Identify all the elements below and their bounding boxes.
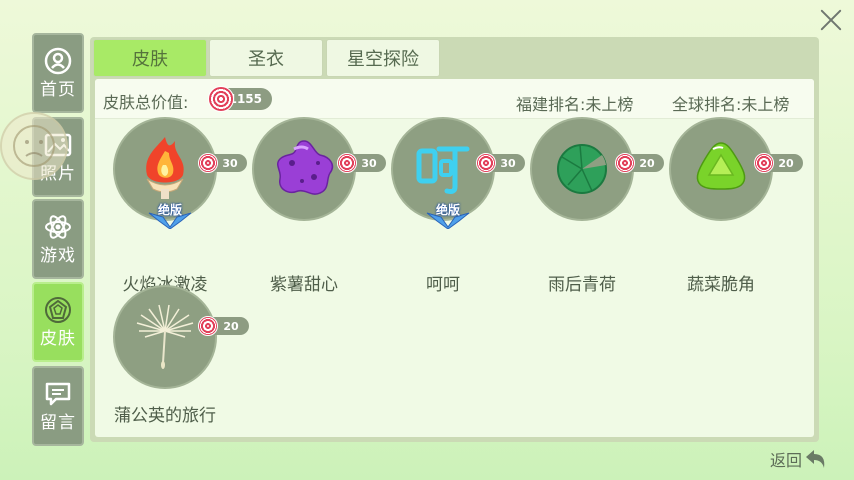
candy-icon bbox=[615, 153, 635, 173]
atom-icon bbox=[45, 215, 71, 239]
stats-bar: 皮肤总价值: 1155 福建排名:未上榜 全球排名:未上榜 bbox=[95, 79, 814, 119]
flame-icecream-icon bbox=[146, 137, 184, 199]
candy-icon bbox=[337, 153, 357, 173]
close-button[interactable] bbox=[818, 6, 846, 34]
floating-assistant-avatar[interactable] bbox=[0, 112, 68, 180]
tab-skins[interactable]: 皮肤 bbox=[93, 39, 207, 77]
skin-item-price: 30 bbox=[337, 153, 386, 173]
sidebar-item-label: 皮肤 bbox=[40, 329, 76, 349]
diamond-icon bbox=[45, 297, 71, 323]
price-value: 30 bbox=[361, 156, 377, 170]
skin-item-price: 20 bbox=[198, 316, 249, 336]
price-value: 20 bbox=[639, 156, 655, 170]
purple-blob-icon bbox=[277, 140, 334, 195]
skin-item-name: 雨后青荷 bbox=[548, 275, 616, 295]
back-arrow-icon bbox=[806, 450, 825, 468]
candy-icon bbox=[208, 86, 234, 112]
sidebar-item-label: 游戏 bbox=[40, 246, 76, 266]
skins-panel: 皮肤 圣衣 星空探险 皮肤总价值: 1155 福建排名:未上榜 全球排名:未上榜 bbox=[90, 37, 819, 442]
skin-item-circle bbox=[113, 285, 217, 389]
skin-item-price: 20 bbox=[754, 153, 803, 173]
price-value: 30 bbox=[222, 156, 238, 170]
profile-icon bbox=[44, 47, 72, 75]
sidebar-item-home[interactable]: 首页 bbox=[32, 33, 84, 113]
wing-icon bbox=[426, 212, 470, 229]
sidebar-item-games[interactable]: 游戏 bbox=[32, 199, 84, 279]
sidebar-item-messages[interactable]: 留言 bbox=[32, 366, 84, 446]
wing-icon bbox=[148, 212, 192, 229]
skin-item-name: 蒲公英的旅行 bbox=[114, 406, 216, 426]
price-value: 20 bbox=[778, 156, 794, 170]
total-value-badge: 1155 bbox=[208, 86, 272, 112]
skins-content: 皮肤总价值: 1155 福建排名:未上榜 全球排名:未上榜 bbox=[95, 79, 814, 437]
hehe-text-icon bbox=[416, 146, 470, 194]
candy-icon bbox=[754, 153, 774, 173]
dandelion-icon bbox=[136, 304, 194, 369]
skin-item-price: 30 bbox=[198, 153, 247, 173]
candy-icon bbox=[198, 153, 218, 173]
limited-edition-badge: 绝版 bbox=[145, 201, 195, 229]
price-value: 30 bbox=[500, 156, 516, 170]
limited-edition-badge: 绝版 bbox=[423, 201, 473, 229]
back-label: 返回 bbox=[770, 451, 803, 470]
skin-item-name: 蔬菜脆角 bbox=[687, 275, 755, 295]
total-value: 1155 bbox=[228, 92, 262, 106]
skin-item-circle bbox=[530, 117, 634, 221]
sad-face-icon bbox=[13, 125, 55, 167]
tab-star-adventure[interactable]: 星空探险 bbox=[326, 39, 440, 77]
skin-item-name: 紫薯甜心 bbox=[270, 275, 338, 295]
lotus-leaf-icon bbox=[557, 144, 607, 194]
sidebar-item-label: 留言 bbox=[40, 413, 76, 433]
global-rank: 全球排名:未上榜 bbox=[672, 95, 790, 114]
limited-label: 绝版 bbox=[157, 203, 182, 217]
skin-item-price: 20 bbox=[615, 153, 664, 173]
province-rank: 福建排名:未上榜 bbox=[516, 95, 634, 114]
candy-icon bbox=[198, 316, 218, 336]
sidebar-item-label: 首页 bbox=[40, 80, 76, 100]
sidebar-item-skins[interactable]: 皮肤 bbox=[32, 282, 84, 362]
candy-icon bbox=[476, 153, 496, 173]
back-button[interactable]: 返回 bbox=[770, 447, 828, 471]
price-value: 20 bbox=[223, 319, 239, 333]
tab-saint-cloth[interactable]: 圣衣 bbox=[209, 39, 323, 77]
total-value-label: 皮肤总价值: bbox=[103, 93, 189, 112]
message-icon bbox=[45, 382, 71, 406]
skin-item-price: 30 bbox=[476, 153, 525, 173]
skin-item-name: 呵呵 bbox=[426, 275, 460, 295]
limited-label: 绝版 bbox=[435, 203, 460, 217]
green-gem-icon bbox=[696, 142, 746, 190]
